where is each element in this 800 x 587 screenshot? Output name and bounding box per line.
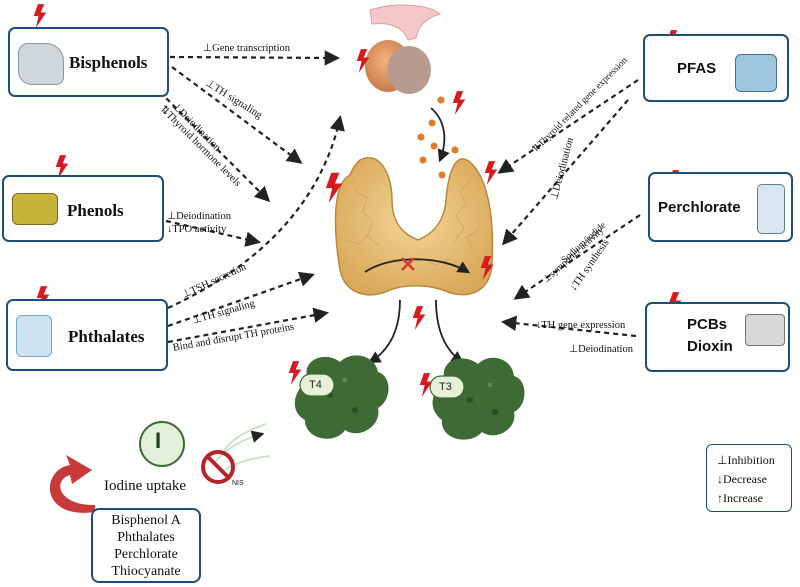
note-gene-transcription: ⊥Gene transcription <box>203 43 290 54</box>
arrow-thyroid-to-t3 <box>435 299 465 364</box>
legend-decrease: ↓Decrease <box>717 472 767 486</box>
pcbs-dioxin-box: PCBs Dioxin <box>645 302 790 372</box>
arrow-pcbs-thyroid <box>500 315 637 338</box>
legend: ⊥Inhibition ↓Decrease ↑Increase <box>706 444 792 512</box>
arrow-thyroid-to-t4 <box>367 299 401 364</box>
note-deiodination-phen: ⊥Deiodination <box>167 211 231 222</box>
arrow-perchlorate-thyroid <box>513 214 641 300</box>
pcbs-label: PCBs <box>687 316 728 333</box>
bolt-icon <box>33 4 47 28</box>
arrow-pfas-gene-expression <box>497 79 639 174</box>
tsh-particles <box>417 96 459 179</box>
bolt-icon <box>288 361 302 385</box>
no-entry-icon <box>201 450 235 484</box>
bisphenols-label: Bisphenols <box>69 53 148 72</box>
pfas-icon <box>735 54 777 92</box>
arrow-bisphenols-deiodination <box>159 91 271 203</box>
bolt-icon <box>452 91 466 115</box>
pcbs-icon <box>745 314 785 346</box>
dioxin-label: Dioxin <box>687 338 733 355</box>
phthalates-box: Phthalates <box>6 299 168 371</box>
phenols-icon <box>12 193 58 225</box>
iodine-section <box>49 421 271 513</box>
perchlorate-label: Perchlorate <box>658 199 741 216</box>
note-tpo-activity: ↓TPO activity <box>167 224 227 235</box>
t3-label: T3 <box>439 381 452 393</box>
inhibitor-item: Perchlorate <box>114 547 178 562</box>
note-deiodination-pcb: ⊥Deiodination <box>569 344 633 355</box>
perchlorate-box: Perchlorate <box>648 172 793 242</box>
arrow-pfas-deiodination <box>501 99 629 246</box>
inhibitor-item: Thiocyanate <box>111 564 181 579</box>
arrow-pituitary-to-thyroid <box>430 107 450 163</box>
iodine-circle <box>139 421 185 467</box>
phthalates-icon <box>16 315 52 357</box>
t4-hormone <box>294 355 389 439</box>
t4-label: T4 <box>309 379 322 391</box>
inhibition-curved-arrow <box>49 455 95 513</box>
pfas-box: PFAS <box>643 34 789 102</box>
bisphenols-box: Bisphenols <box>8 27 169 97</box>
arrow-phenols-thyroid <box>165 219 262 247</box>
pituitary-gland <box>365 4 442 94</box>
pathway-arrows <box>159 50 641 344</box>
pfas-label: PFAS <box>677 60 717 77</box>
inhibitor-item: Phthalates <box>117 530 175 545</box>
phthalates-label: Phthalates <box>68 327 145 346</box>
nis-transporter <box>214 423 271 471</box>
inhibitor-item: Bisphenol A <box>111 513 181 528</box>
note-th-gene-expression: ↓TH gene expression <box>536 320 626 331</box>
nis-label: NIS <box>232 480 244 487</box>
legend-inhibition: ⊥Inhibition <box>717 453 775 467</box>
thyroid-gland <box>334 157 494 296</box>
perchlorate-icon <box>757 184 785 234</box>
legend-increase: ↑Increase <box>717 491 763 505</box>
bisphenols-icon <box>18 43 64 85</box>
arrow-bisphenols-pituitary <box>169 50 341 66</box>
phenols-label: Phenols <box>67 201 124 220</box>
arrow-phthalates-th-signaling <box>167 271 315 328</box>
iodine-inhibitors-box: Bisphenol A Phthalates Perchlorate Thioc… <box>91 508 201 583</box>
iodine-symbol: I <box>155 428 162 453</box>
bolt-icon <box>412 306 426 330</box>
iodine-uptake-label: Iodine uptake <box>104 478 187 494</box>
t3-hormone <box>429 357 525 440</box>
axis-arrows <box>367 107 465 364</box>
bolt-icon <box>484 161 498 185</box>
phenols-box: Phenols <box>2 175 164 242</box>
